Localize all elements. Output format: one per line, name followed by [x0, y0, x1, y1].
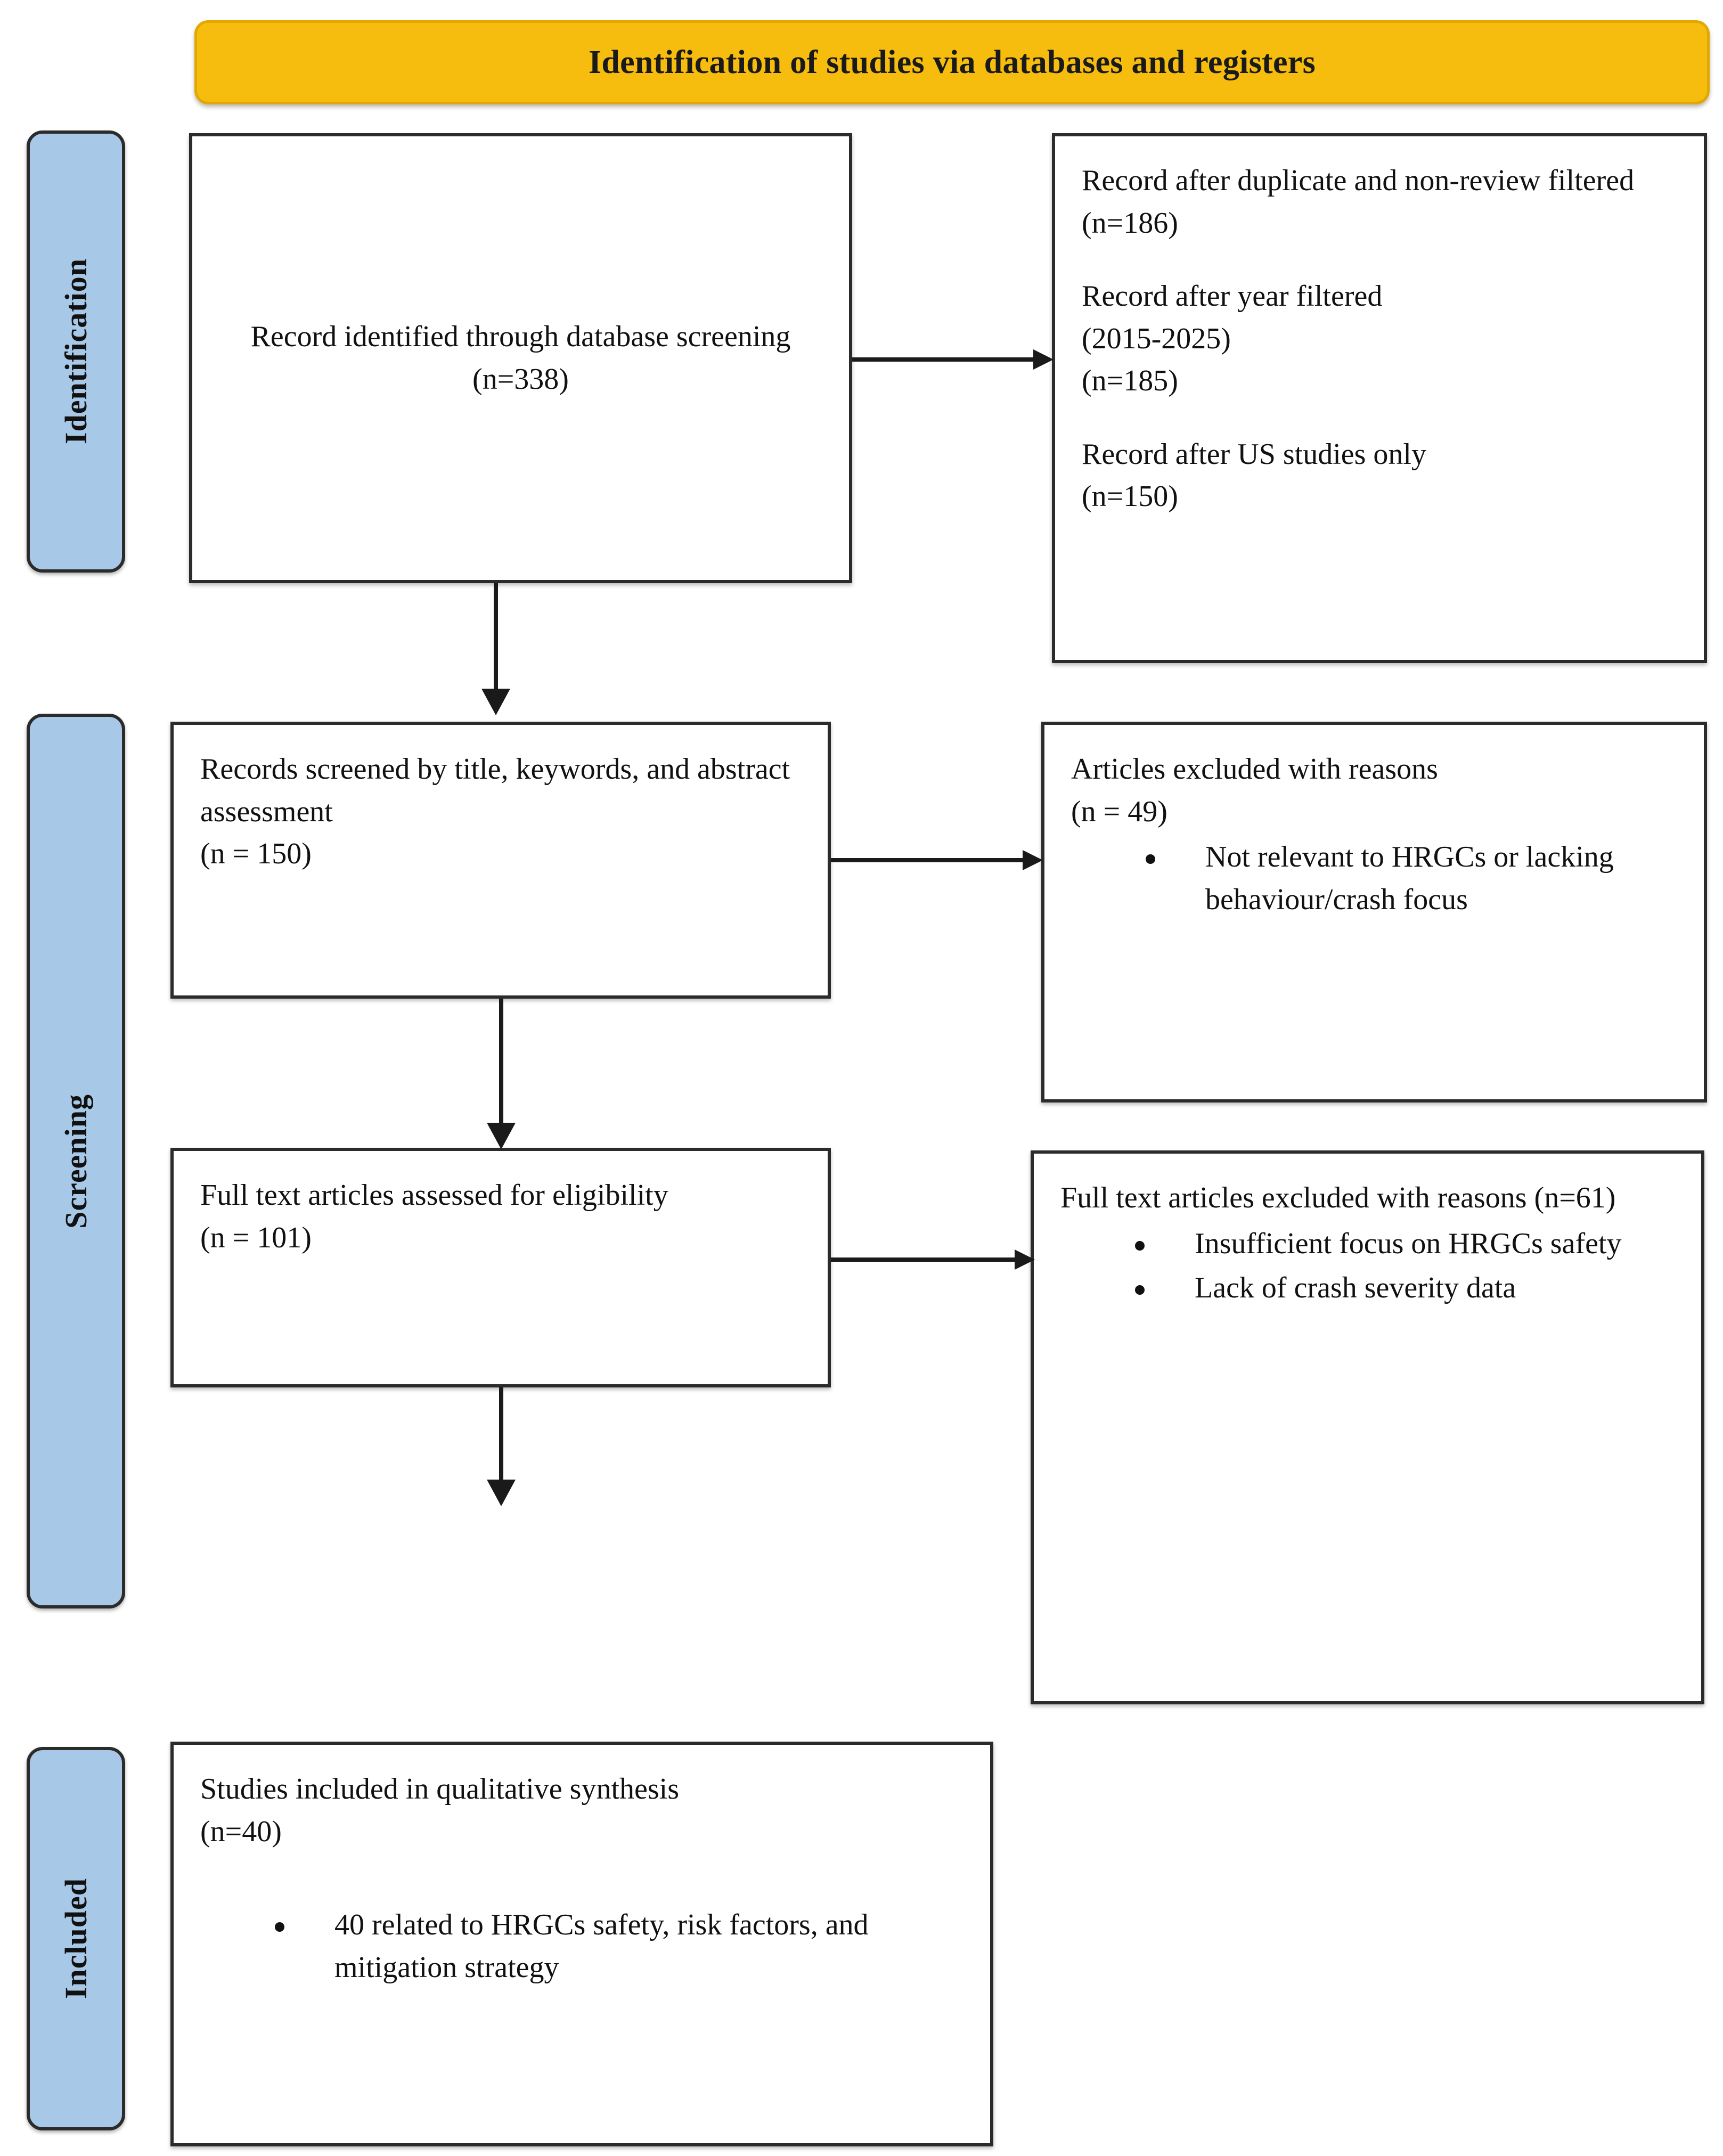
box-filter-results: Record after duplicate and non-review fi… — [1052, 133, 1707, 663]
connector-screened-to-fulltext — [485, 999, 518, 1150]
articles-excluded-title: Articles excluded with reasons — [1071, 753, 1438, 786]
connector-fulltext-to-excluded — [831, 1249, 1036, 1270]
articles-excluded-count: (n = 49) — [1071, 795, 1167, 828]
box-records-screened: Records screened by title, keywords, and… — [170, 722, 831, 999]
list-item: Not relevant to HRGCs or lacking behavio… — [1146, 836, 1677, 921]
records-screened-count: (n = 150) — [200, 837, 312, 871]
stage-label-identification: Identification — [59, 258, 93, 445]
connector-identified-to-screened — [479, 583, 512, 716]
filter-duplicate-line: Record after duplicate and non-review fi… — [1082, 164, 1635, 240]
filter-year-count: (n=185) — [1082, 364, 1178, 398]
fulltext-assessed-count: (n = 101) — [200, 1221, 312, 1254]
box-articles-excluded-screening: Articles excluded with reasons (n = 49) … — [1041, 722, 1707, 1102]
stage-bar-screening: Screening — [27, 714, 125, 1608]
stage-bar-included: Included — [27, 1747, 125, 2130]
studies-included-count: (n=40) — [200, 1815, 282, 1848]
studies-included-title: Studies included in qualitative synthesi… — [200, 1773, 680, 1806]
connector-screened-to-excluded — [831, 850, 1044, 871]
studies-included-detail-list: 40 related to HRGCs safety, risk factors… — [200, 1904, 963, 1989]
box-fulltext-assessed: Full text articles assessed for eligibil… — [170, 1148, 831, 1387]
connector-fulltext-to-included — [485, 1387, 518, 1507]
list-item: 40 related to HRGCs safety, risk factors… — [275, 1904, 963, 1989]
filter-year-range: (2015-2025) — [1082, 322, 1231, 355]
box-studies-included: Studies included in qualitative synthesi… — [170, 1742, 993, 2146]
box-records-identified: Record identified through database scree… — [189, 133, 852, 583]
fulltext-excluded-title: Full text articles excluded with reasons… — [1060, 1181, 1616, 1214]
filter-us-count: (n=150) — [1082, 480, 1178, 513]
fulltext-excluded-reason-list: Insufficient focus on HRGCs safety Lack … — [1060, 1223, 1675, 1310]
list-item: Insufficient focus on HRGCs safety — [1135, 1223, 1675, 1265]
filter-year-line: Record after year filtered — [1082, 280, 1383, 313]
stage-label-included: Included — [59, 1878, 93, 1999]
box-records-identified-text: Record identified through database scree… — [250, 320, 791, 396]
stage-bar-identification: Identification — [27, 130, 125, 573]
stage-label-screening: Screening — [59, 1093, 93, 1229]
articles-excluded-reason-list: Not relevant to HRGCs or lacking behavio… — [1071, 836, 1677, 921]
fulltext-assessed-text: Full text articles assessed for eligibil… — [200, 1179, 668, 1212]
diagram-title: Identification of studies via databases … — [588, 44, 1316, 80]
box-fulltext-excluded: Full text articles excluded with reasons… — [1031, 1150, 1704, 1704]
records-screened-text: Records screened by title, keywords, and… — [200, 753, 790, 828]
filter-us-line: Record after US studies only — [1082, 437, 1426, 471]
list-item: Lack of crash severity data — [1135, 1267, 1675, 1310]
diagram-header-banner: Identification of studies via databases … — [194, 20, 1710, 104]
connector-identified-to-filters — [852, 349, 1055, 370]
